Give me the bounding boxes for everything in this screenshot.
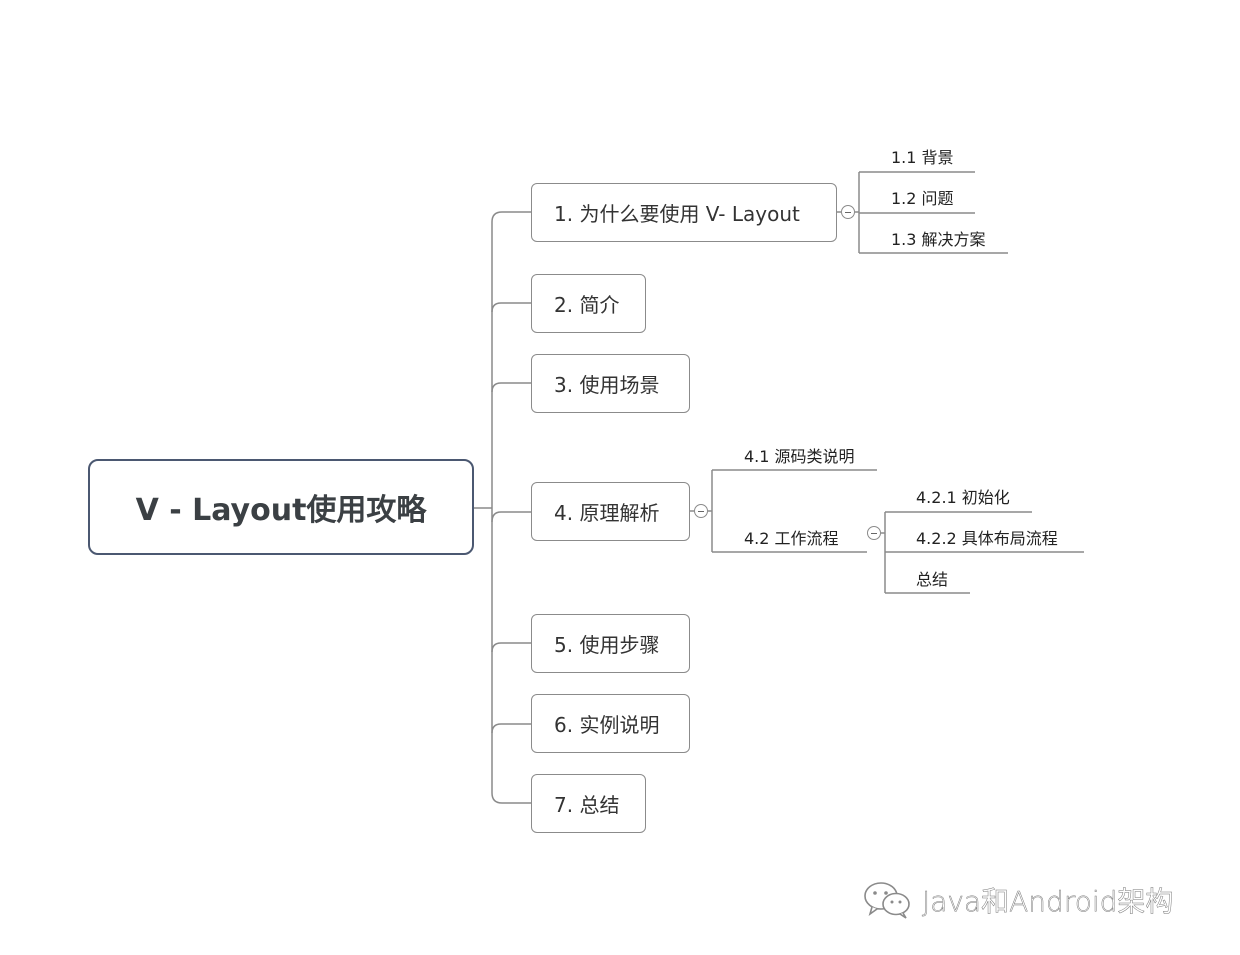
watermark-text: Java和Android架构 xyxy=(922,885,1174,919)
subtopic-initialization[interactable]: 4.2.1 初始化 xyxy=(916,488,1010,507)
subtopic-source-classes[interactable]: 4.1 源码类说明 xyxy=(744,447,855,466)
topic-example[interactable]: 6. 实例说明 xyxy=(531,694,690,753)
collapse-toggle-branch42[interactable] xyxy=(867,526,881,540)
topic-use-cases[interactable]: 3. 使用场景 xyxy=(531,354,690,413)
subtopic-workflow[interactable]: 4.2 工作流程 xyxy=(744,529,839,548)
watermark: Java和Android架构 xyxy=(862,880,1174,920)
topic-label: 3. 使用场景 xyxy=(554,373,660,397)
collapse-toggle-branch4[interactable] xyxy=(694,504,708,518)
topic-introduction[interactable]: 2. 简介 xyxy=(531,274,646,333)
topic-label: 5. 使用步骤 xyxy=(554,633,660,657)
subtopic-problem[interactable]: 1.2 问题 xyxy=(891,189,954,208)
subtopic-layout-flow[interactable]: 4.2.2 具体布局流程 xyxy=(916,529,1058,548)
subtopic-background[interactable]: 1.1 背景 xyxy=(891,148,954,167)
topic-label: 6. 实例说明 xyxy=(554,713,660,737)
subtopic-summary[interactable]: 总结 xyxy=(916,570,949,589)
collapse-toggle-branch1[interactable] xyxy=(841,205,855,219)
topic-summary[interactable]: 7. 总结 xyxy=(531,774,646,833)
topic-label: 1. 为什么要使用 V- Layout xyxy=(554,202,800,226)
root-topic[interactable]: V - Layout使用攻略 xyxy=(88,459,474,555)
topic-label: 2. 简介 xyxy=(554,293,620,317)
topic-label: 4. 原理解析 xyxy=(554,501,660,525)
subtopic-solution[interactable]: 1.3 解决方案 xyxy=(891,230,986,249)
topic-principle-analysis[interactable]: 4. 原理解析 xyxy=(531,482,690,541)
topic-usage-steps[interactable]: 5. 使用步骤 xyxy=(531,614,690,673)
topic-why-use-vlayout[interactable]: 1. 为什么要使用 V- Layout xyxy=(531,183,837,242)
wechat-icon xyxy=(864,882,910,919)
root-topic-label: V - Layout使用攻略 xyxy=(135,493,427,528)
topic-label: 7. 总结 xyxy=(554,793,620,817)
